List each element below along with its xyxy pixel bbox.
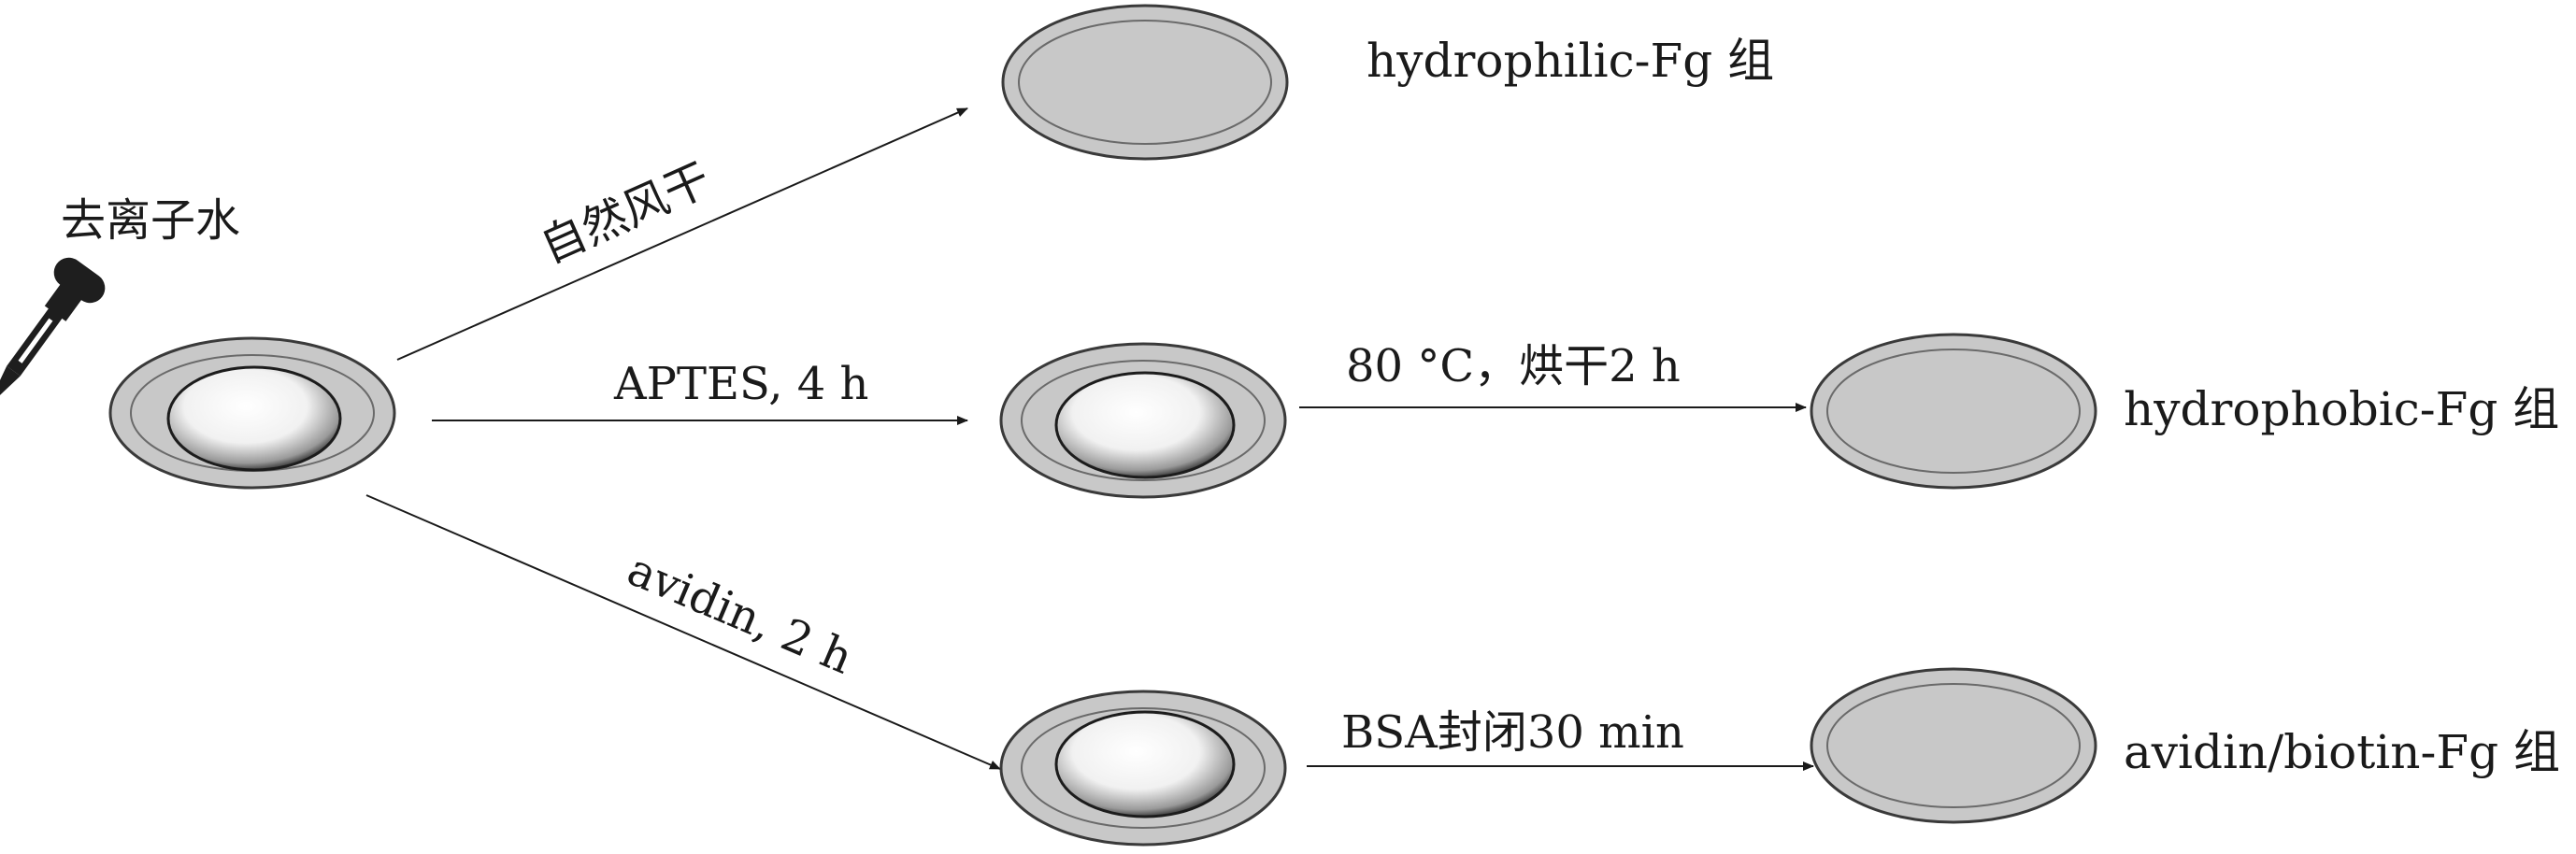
- result-label-bottom: avidin/biotin-Fg 组: [2124, 725, 2560, 779]
- dish-avidin-biotin: [1810, 667, 2097, 824]
- result-label-middle: hydrophobic-Fg 组: [2124, 382, 2559, 436]
- start-dish: [108, 336, 396, 490]
- start-label: 去离子水: [61, 194, 240, 247]
- step-label-bottom-2: BSA封闭30 min: [1341, 706, 1684, 759]
- dropper-icon: [0, 257, 106, 403]
- dish-hydrophobic: [1810, 333, 2097, 490]
- arrow-top: [396, 107, 968, 361]
- water-droplet: [166, 365, 342, 472]
- water-droplet-middle: [1054, 371, 1236, 479]
- water-droplet-bottom: [1054, 710, 1236, 818]
- step-label-bottom: avidin, 2 h: [620, 543, 860, 684]
- result-label-top: hydrophilic-Fg 组: [1367, 34, 1774, 88]
- dish-avidin: [999, 690, 1287, 847]
- step-label-middle: APTES, 4 h: [613, 358, 868, 410]
- step-label-top: 自然风干: [533, 153, 718, 274]
- arrow-bottom: [365, 494, 1001, 770]
- dish-hydrophilic: [1001, 4, 1289, 161]
- dish-aptes: [999, 342, 1287, 499]
- step-label-middle-2: 80 °C，烘干2 h: [1346, 340, 1681, 392]
